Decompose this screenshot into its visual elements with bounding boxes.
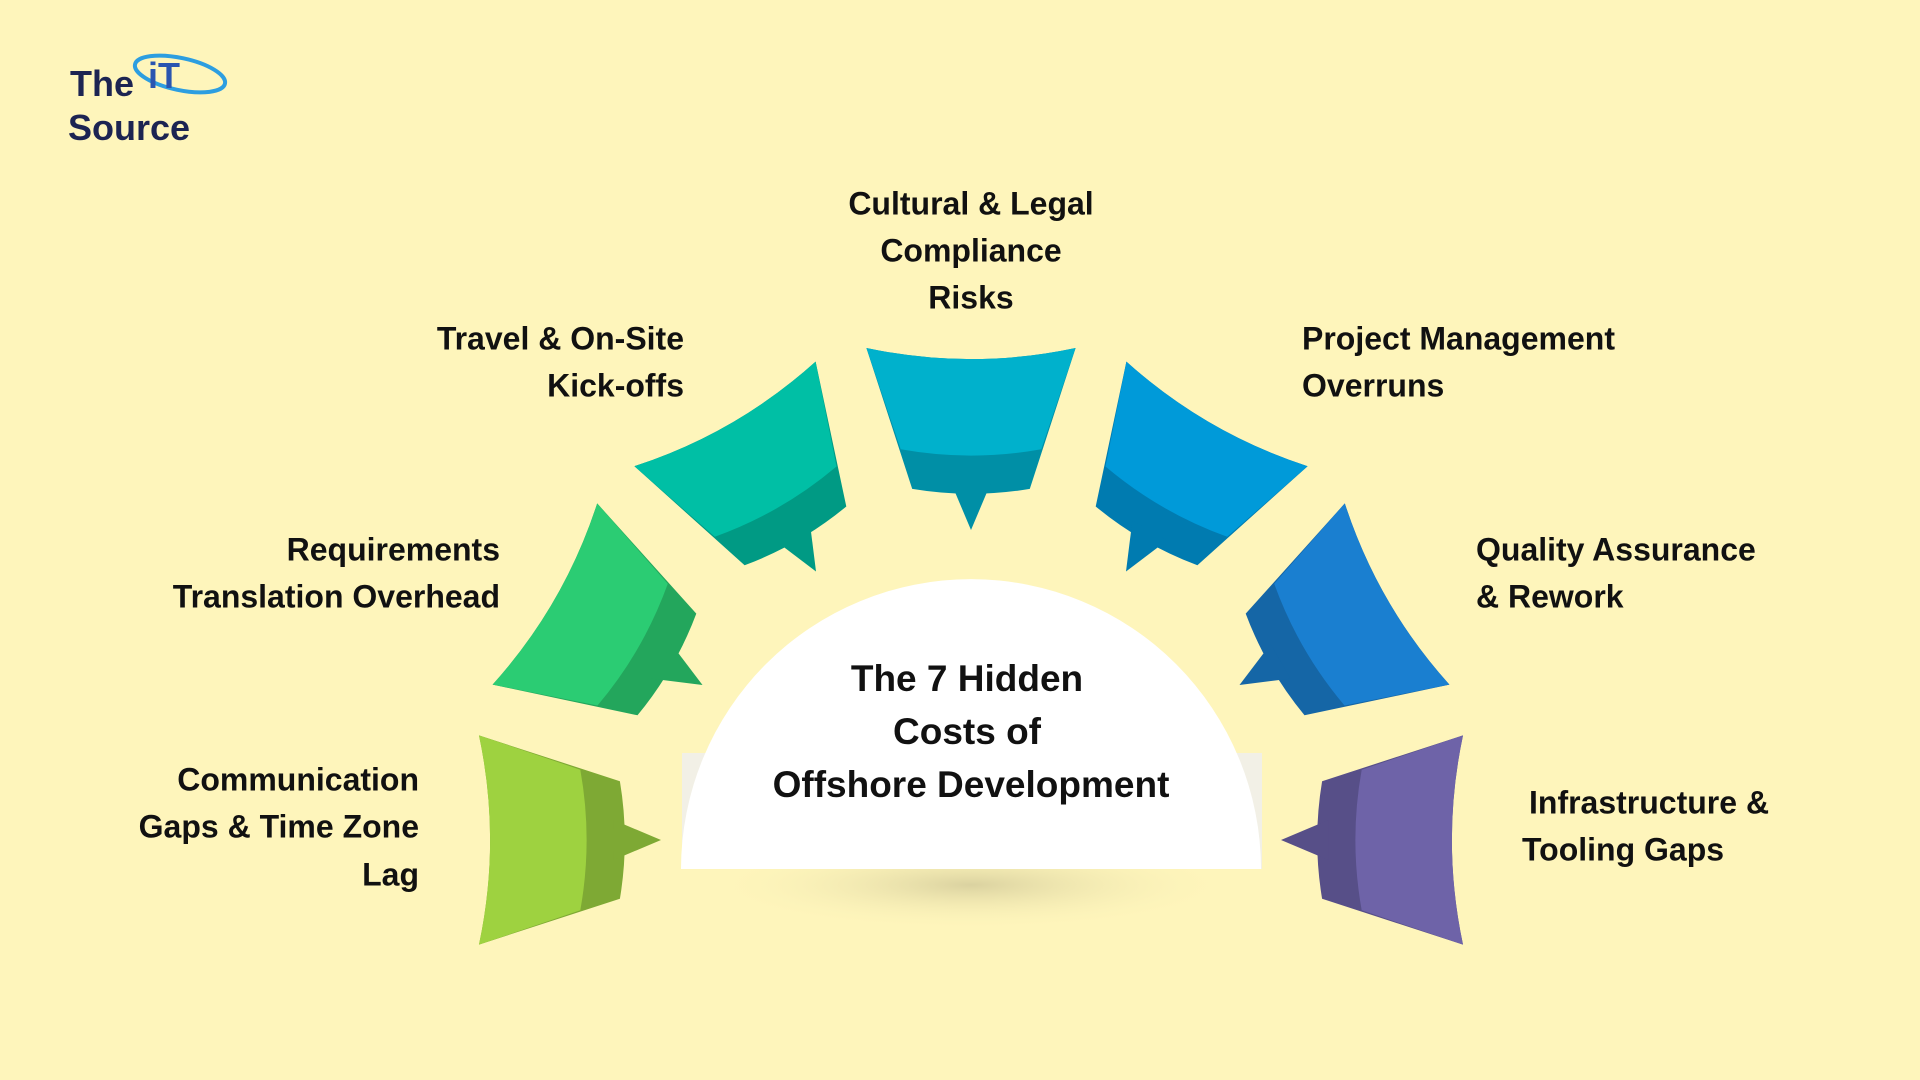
wedge-pointer-icon xyxy=(951,482,991,530)
label-line: Cultural & Legal xyxy=(848,185,1093,221)
wedge-outer-band xyxy=(634,361,837,537)
wedge-travel xyxy=(634,361,847,572)
wedge-communication xyxy=(479,735,661,945)
wedge-pointer-icon xyxy=(775,520,816,572)
label-line: Translation Overhead xyxy=(173,578,500,614)
label-line: Communication xyxy=(177,761,419,797)
label-cultural: Cultural & Legal Compliance Risks xyxy=(848,185,1093,315)
logo-text-source: Source xyxy=(68,107,190,148)
wedge-group xyxy=(479,348,1463,945)
label-line: Quality Assurance xyxy=(1476,531,1756,567)
title-line-2: Costs of xyxy=(893,711,1042,752)
label-line: Gaps & Time Zone xyxy=(139,808,419,844)
label-line: Kick-offs xyxy=(547,367,684,403)
label-line: & Rework xyxy=(1476,578,1624,614)
label-quality: Quality Assurance & Rework xyxy=(1476,531,1756,614)
wedge-outer-band xyxy=(866,348,1076,456)
wedge-pointer-icon xyxy=(1281,820,1329,860)
title-line-1: The 7 Hidden xyxy=(851,658,1083,699)
wedge-outer-band xyxy=(492,503,668,706)
label-project-management: Project Management Overruns xyxy=(1302,320,1615,403)
wedge-requirements xyxy=(492,503,703,716)
wedge-outer-band xyxy=(1105,361,1308,537)
logo: The iT Source xyxy=(68,53,228,148)
label-infrastructure: Infrastructure & Tooling Gaps xyxy=(1522,784,1769,867)
label-line: Infrastructure & xyxy=(1529,784,1769,820)
wedge-outer-band xyxy=(479,735,587,945)
label-line: Overruns xyxy=(1302,367,1444,403)
label-line: Tooling Gaps xyxy=(1522,831,1724,867)
center-hub xyxy=(681,579,1261,869)
wedge-project-management xyxy=(1095,361,1308,572)
label-line: Lag xyxy=(362,856,419,892)
logo-text-it: iT xyxy=(148,55,180,96)
wedge-pointer-icon xyxy=(1239,644,1291,685)
wedge-outer-band xyxy=(1274,503,1450,706)
wedge-outer-band xyxy=(1355,735,1463,945)
label-line: Requirements xyxy=(287,531,500,567)
label-line: Project Management xyxy=(1302,320,1615,356)
label-requirements: Requirements Translation Overhead xyxy=(173,531,500,614)
wedge-infrastructure xyxy=(1281,735,1463,945)
label-travel: Travel & On-Site Kick-offs xyxy=(437,320,684,403)
label-line: Travel & On-Site xyxy=(437,320,684,356)
label-communication: Communication Gaps & Time Zone Lag xyxy=(139,761,419,892)
label-line: Compliance xyxy=(880,232,1061,268)
wedge-quality xyxy=(1239,503,1450,716)
logo-swoosh-icon xyxy=(132,53,228,95)
wedge-pointer-icon xyxy=(651,644,703,685)
title-line-3: Offshore Development xyxy=(773,764,1170,805)
wedge-pointer-icon xyxy=(613,820,661,860)
label-line: Risks xyxy=(928,279,1013,315)
wedge-pointer-icon xyxy=(1126,520,1167,572)
wedge-cultural xyxy=(866,348,1076,530)
logo-text-the: The xyxy=(70,63,134,104)
